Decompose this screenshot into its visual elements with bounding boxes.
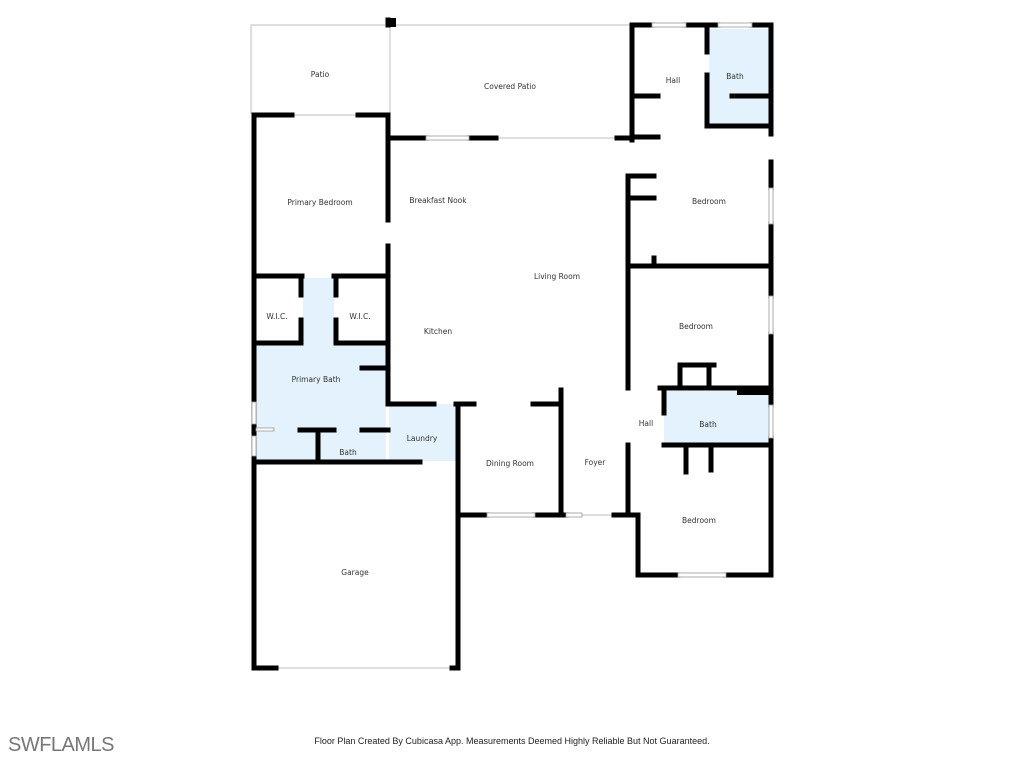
- room-label-foyer: Foyer: [585, 458, 607, 467]
- room-labels: Patio Covered Patio Hall Bath Primary Be…: [266, 70, 744, 577]
- room-label-laundry: Laundry: [407, 434, 438, 443]
- room-label-bedroom-1: Bedroom: [692, 197, 726, 206]
- room-label-dining-room: Dining Room: [486, 459, 534, 468]
- room-label-bath-mid: Bath: [699, 420, 717, 429]
- room-label-living-room: Living Room: [534, 272, 580, 281]
- room-label-garage: Garage: [341, 568, 369, 577]
- thin-lines: [250, 24, 632, 669]
- room-label-primary-bedroom: Primary Bedroom: [287, 198, 352, 207]
- room-label-primary-bath: Primary Bath: [292, 375, 341, 384]
- disclaimer-note: Floor Plan Created By Cubicasa App. Meas…: [314, 736, 710, 746]
- room-label-bedroom-2: Bedroom: [679, 322, 713, 331]
- windows: [251, 22, 774, 578]
- room-label-covered-patio: Covered Patio: [484, 82, 536, 91]
- room-label-hall-mid: Hall: [639, 419, 653, 428]
- swflamls-logo: SWFLAMLS: [8, 734, 115, 756]
- room-label-hall-top: Hall: [666, 76, 680, 85]
- wet-room-fills: [256, 29, 770, 461]
- room-label-breakfast-nook: Breakfast Nook: [409, 196, 467, 205]
- room-label-patio: Patio: [311, 70, 330, 79]
- walls: [251, 17, 774, 671]
- room-label-kitchen: Kitchen: [424, 327, 452, 336]
- room-label-bedroom-3: Bedroom: [682, 516, 716, 525]
- room-label-wic-right: W.I.C.: [349, 312, 370, 321]
- room-label-bath-small: Bath: [339, 448, 357, 457]
- room-label-wic-left: W.I.C.: [266, 312, 287, 321]
- room-label-bath-top: Bath: [726, 72, 744, 81]
